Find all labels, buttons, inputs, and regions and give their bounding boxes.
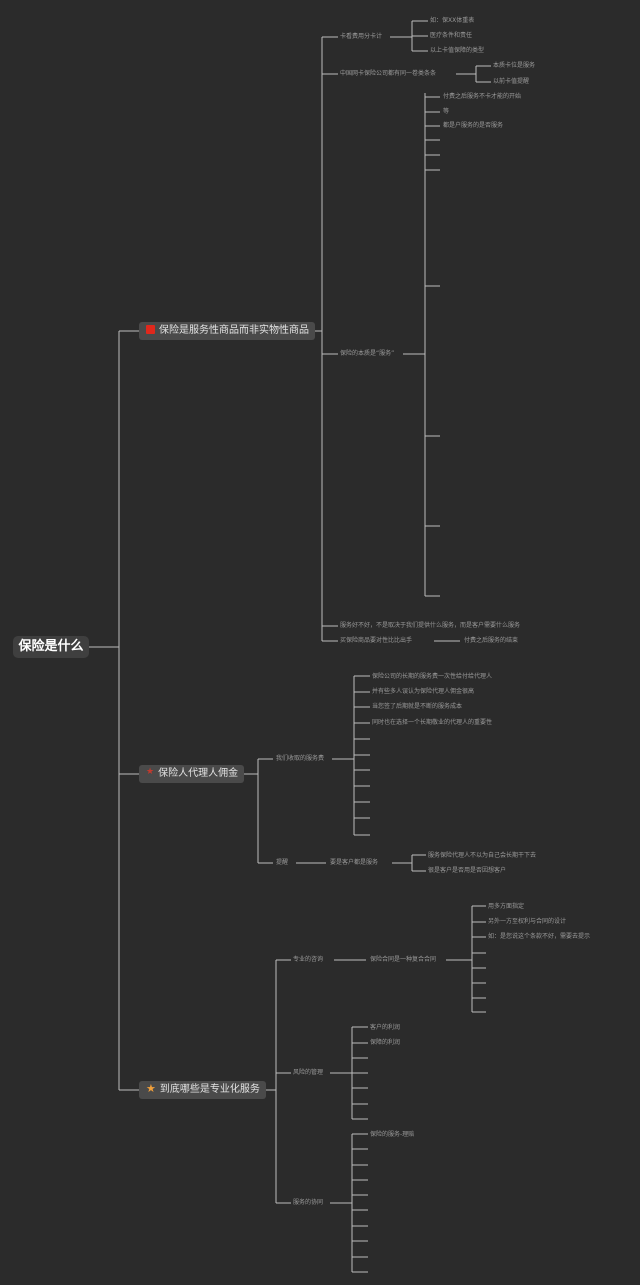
branch-label: 保险是服务性商品而非实物性商品 [159,325,309,336]
leaf-node[interactable]: 很是客户是否用是否因想客户 [428,867,507,874]
leaf-node[interactable]: 等 [443,108,450,115]
topic-node[interactable]: 中国网卡保险公司都有同一卷类条条 [340,70,437,77]
leaf-node[interactable]: 以前卡值提醒 [493,78,530,85]
leaf-node[interactable]: 服务保险代理人不以为自己会长期干下去 [428,852,537,859]
orange-star-icon: ★ [146,1081,156,1095]
topic-node[interactable]: 我们收取的服务费 [276,755,325,762]
topic-node[interactable]: 专业的咨询 [293,956,324,963]
leaf-node[interactable]: 本质卡位是服务 [493,62,536,69]
topic-node[interactable]: 风险的管理 [293,1069,324,1076]
subtopic-node[interactable]: 要是客户都是服务 [330,859,379,866]
topic-node[interactable]: 卡看费用分卡计 [340,33,383,40]
branch-agent-commission[interactable]: ★保险人代理人佣金 [139,765,245,783]
leaf-node[interactable]: 都是户服务的是否服务 [443,122,504,129]
leaf-node[interactable]: 如：保XX体重表 [430,17,475,24]
topic-node[interactable]: 服务的协同 [293,1199,324,1206]
leaf-node[interactable]: 医疗条件和责任 [430,32,473,39]
red-square-icon [146,324,155,334]
topic-node[interactable]: 服务好不好，不是取决于我们提供什么服务，而是客户需要什么服务 [340,622,521,629]
leaf-node[interactable]: 保险公司的长期的服务费一次性给付给代理人 [372,673,493,680]
leaf-node[interactable]: 付费之后服务不卡才能的开始 [443,93,522,100]
branch-label: 到底哪些是专业化服务 [159,1084,260,1095]
leaf-node[interactable]: 保障的利润 [370,1039,401,1046]
leaf-node[interactable]: 当您签了后期就是不断的服务成本 [372,703,463,710]
leaf-node[interactable]: 并有些多人误认为保险代理人佣金很高 [372,688,475,695]
leaf-node[interactable]: 客户的利润 [370,1024,401,1031]
leaf-node[interactable]: 用多方面指定 [488,903,525,910]
topic-node[interactable]: 保险的本质是“服务” [340,350,395,357]
leaf-node[interactable]: 以上卡值保障的类型 [430,47,485,54]
leaf-node[interactable]: 保险的服务-理赔 [370,1131,415,1138]
topic-node[interactable]: 提醒 [276,859,289,866]
topic-node[interactable]: 买保险商品要对性比比出手 [340,637,413,644]
branch-professional-service[interactable]: ★到底哪些是专业化服务 [139,1081,266,1099]
branch-service-product[interactable]: 保险是服务性商品而非实物性商品 [139,322,315,340]
leaf-node[interactable]: 另外一方至权利与合同的设计 [488,918,567,925]
dim-star-icon: ★ [146,767,155,777]
branch-label: 保险人代理人佣金 [158,768,239,779]
root-node[interactable]: 保险是什么 [13,636,89,658]
leaf-node[interactable]: 同时也在选择一个长期敬业的代理人的重要性 [372,719,493,726]
leaf-node[interactable]: 如：是您说这个条款不好，需要去提示 [488,933,591,940]
subtopic-node[interactable]: 保险合同是一种复合合同 [370,956,437,963]
leaf-node[interactable]: 付费之后服务的结束 [464,637,519,644]
